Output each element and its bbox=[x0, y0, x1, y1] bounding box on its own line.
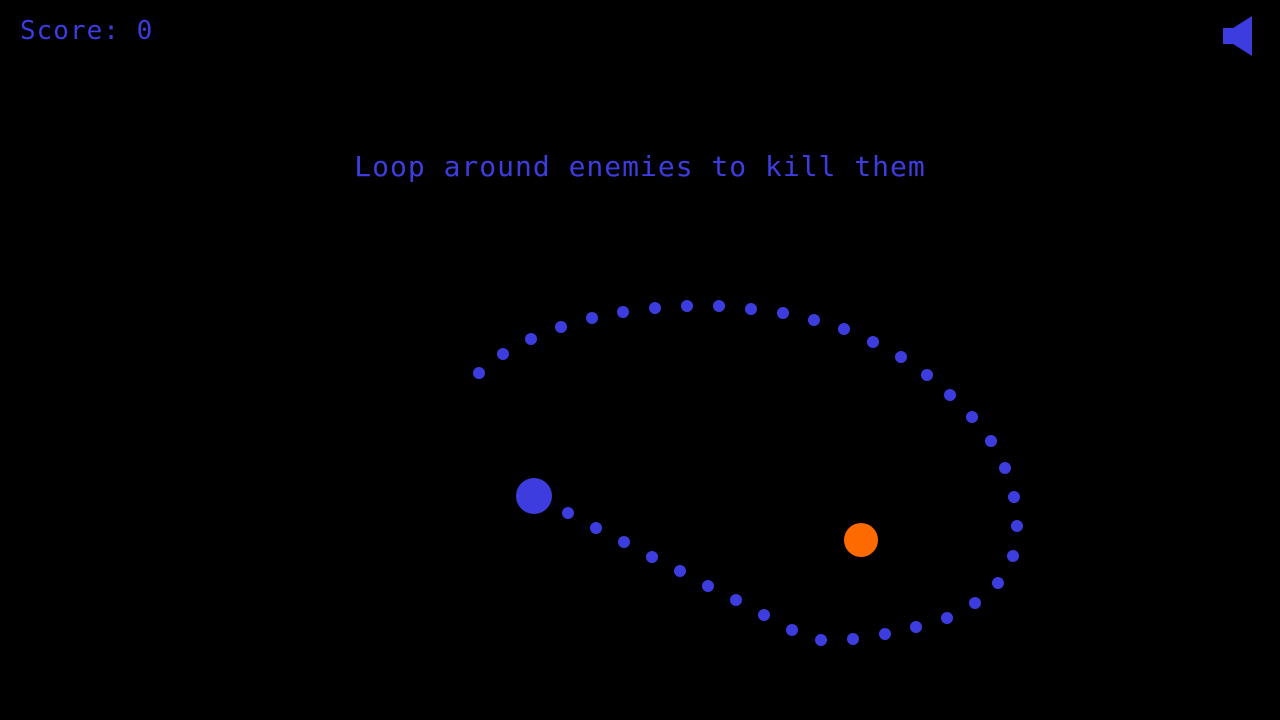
player-trail bbox=[473, 300, 1023, 646]
trail-dot bbox=[777, 307, 789, 319]
trail-dot bbox=[1011, 520, 1023, 532]
trail-dot bbox=[618, 536, 630, 548]
trail-dot bbox=[649, 302, 661, 314]
trail-dot bbox=[702, 580, 714, 592]
trail-dot bbox=[808, 314, 820, 326]
trail-dot bbox=[815, 634, 827, 646]
trail-dot bbox=[681, 300, 693, 312]
trail-dot bbox=[921, 369, 933, 381]
speaker-icon bbox=[1223, 16, 1252, 56]
trail-dot bbox=[525, 333, 537, 345]
trail-dot bbox=[473, 367, 485, 379]
trail-dot bbox=[497, 348, 509, 360]
score-display: Score: 0 bbox=[20, 16, 154, 46]
trail-dot bbox=[758, 609, 770, 621]
trail-dot bbox=[944, 389, 956, 401]
trail-dot bbox=[562, 507, 574, 519]
trail-dot bbox=[745, 303, 757, 315]
trail-dot bbox=[847, 633, 859, 645]
trail-dot bbox=[966, 411, 978, 423]
trail-dot bbox=[674, 565, 686, 577]
trail-dot bbox=[555, 321, 567, 333]
trail-dot bbox=[617, 306, 629, 318]
trail-dot bbox=[730, 594, 742, 606]
trail-dot bbox=[586, 312, 598, 324]
trail-dot bbox=[910, 621, 922, 633]
trail-dot bbox=[1007, 550, 1019, 562]
trail-dot bbox=[895, 351, 907, 363]
trail-dot bbox=[879, 628, 891, 640]
trail-dot bbox=[969, 597, 981, 609]
trail-dot bbox=[867, 336, 879, 348]
trail-dot bbox=[999, 462, 1011, 474]
trail-dot bbox=[992, 577, 1004, 589]
trail-dot bbox=[985, 435, 997, 447]
trail-dot bbox=[713, 300, 725, 312]
trail-dot bbox=[838, 323, 850, 335]
enemy bbox=[844, 523, 878, 557]
sound-toggle-button[interactable] bbox=[1220, 14, 1260, 58]
trail-dot bbox=[1008, 491, 1020, 503]
tutorial-instruction: Loop around enemies to kill them bbox=[354, 150, 926, 183]
trail-dot bbox=[646, 551, 658, 563]
trail-dot bbox=[786, 624, 798, 636]
trail-dot bbox=[590, 522, 602, 534]
trail-dot bbox=[941, 612, 953, 624]
player bbox=[516, 478, 552, 514]
